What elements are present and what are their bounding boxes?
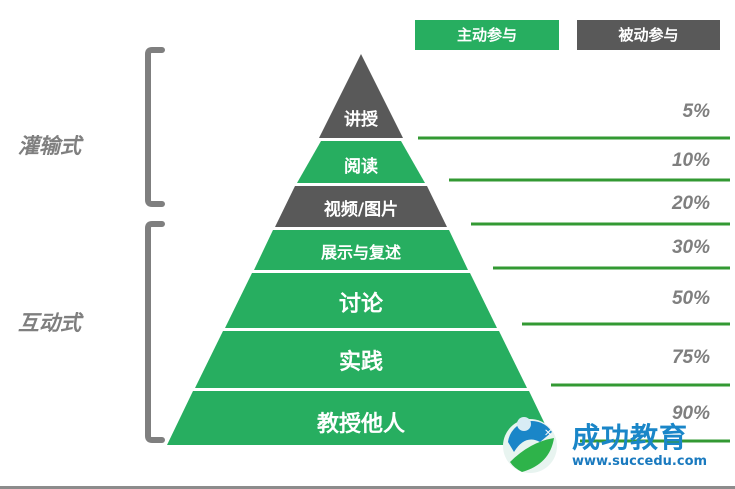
legend-passive-participation: 被动参与: [577, 20, 720, 50]
retention-value-1: 5%: [682, 101, 710, 122]
category-interactive: 互动式: [18, 311, 81, 335]
bracket-infusion: [145, 47, 165, 207]
layer-label-practice: 实践: [338, 350, 384, 375]
layer-label-reading: 阅读: [344, 157, 378, 177]
pyramid-layer-3: [275, 186, 447, 227]
bracket-interactive: [145, 221, 165, 443]
pyramid-layer-2: [297, 141, 425, 183]
bottom-divider: [0, 486, 735, 489]
watermark-logo: ✕ 成功教育 www.succedu.com: [500, 412, 735, 476]
layer-label-demonstration: 展示与复述: [320, 243, 402, 262]
pyramid-layer-1: [319, 54, 403, 138]
pyramid-layer-7: [167, 391, 555, 445]
legend-active-participation: 主动参与: [415, 20, 559, 50]
logo-url: www.succedu.com: [572, 454, 708, 469]
retention-value-3: 20%: [671, 193, 710, 214]
pyramid-layer-5: [225, 273, 497, 328]
layer-label-discussion: 讨论: [338, 292, 384, 317]
retention-value-2: 10%: [671, 150, 710, 171]
pyramid-layer-6: [195, 331, 527, 388]
layer-label-audiovisual: 视频/图片: [323, 200, 399, 220]
retention-value-6: 75%: [671, 347, 710, 368]
logo-emblem-icon: ✕: [503, 417, 557, 473]
retention-value-4: 30%: [671, 237, 710, 258]
retention-value-7: 90%: [671, 403, 710, 424]
layer-label-teach-others: 教授他人: [316, 412, 406, 437]
svg-text:✕: ✕: [544, 428, 552, 439]
logo-name: 成功教育: [572, 421, 689, 454]
layer-label-lecture: 讲授: [344, 110, 378, 130]
retention-value-5: 50%: [671, 288, 710, 309]
pyramid-layer-4: [254, 230, 468, 270]
category-infusion: 灌输式: [18, 134, 81, 158]
